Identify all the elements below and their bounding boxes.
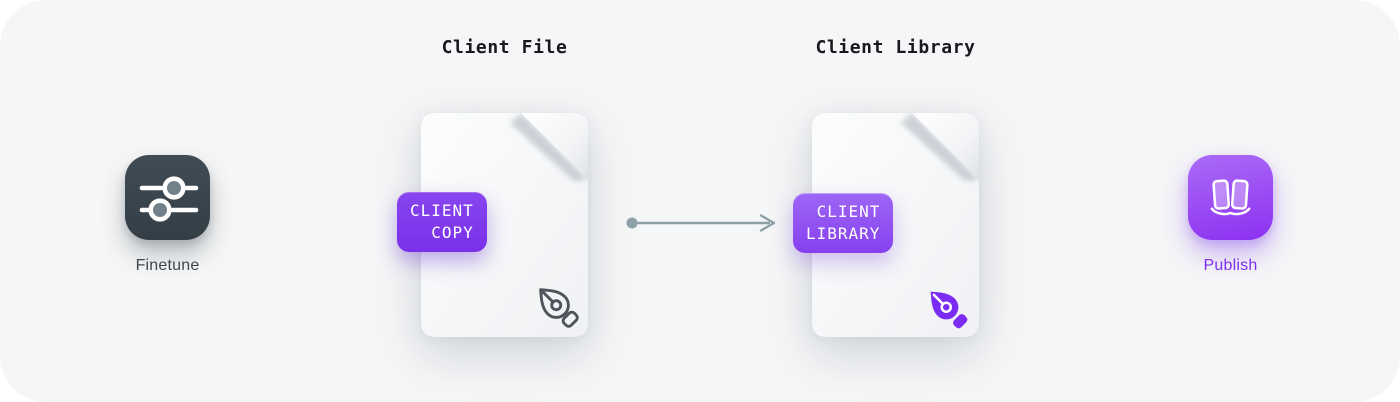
badge-line: CLIENT [816, 202, 881, 221]
pen-nib-icon [539, 288, 579, 328]
client-file-heading: Client File [441, 37, 568, 58]
client-library-heading: Client Library [815, 37, 976, 58]
client-file-document: CLIENT COPY [397, 113, 588, 337]
finetune-label: Finetune [135, 257, 200, 274]
arrow-head [759, 214, 776, 232]
badge-line: LIBRARY [806, 224, 881, 243]
sliders-icon [139, 176, 199, 222]
arrow-origin-dot [626, 217, 638, 229]
client-library-badge: CLIENT LIBRARY [793, 193, 894, 253]
document-page [421, 113, 588, 337]
finetune-node: Finetune [105, 155, 230, 275]
client-copy-badge: CLIENT COPY [397, 192, 487, 252]
document-page [812, 113, 979, 337]
open-book-icon [1210, 179, 1251, 216]
pen-nib-icon [930, 291, 968, 329]
flow-arrow [626, 214, 776, 232]
publish-app-icon [1188, 155, 1273, 240]
publish-node: Publish [1168, 155, 1293, 275]
finetune-app-icon [125, 155, 210, 240]
page-fold-corner [521, 113, 588, 180]
badge-line: CLIENT [410, 201, 474, 220]
client-library-document: CLIENT LIBRARY [793, 113, 979, 337]
publish-label: Publish [1203, 257, 1258, 274]
page-fold-corner [912, 113, 979, 180]
badge-line: COPY [431, 223, 474, 242]
